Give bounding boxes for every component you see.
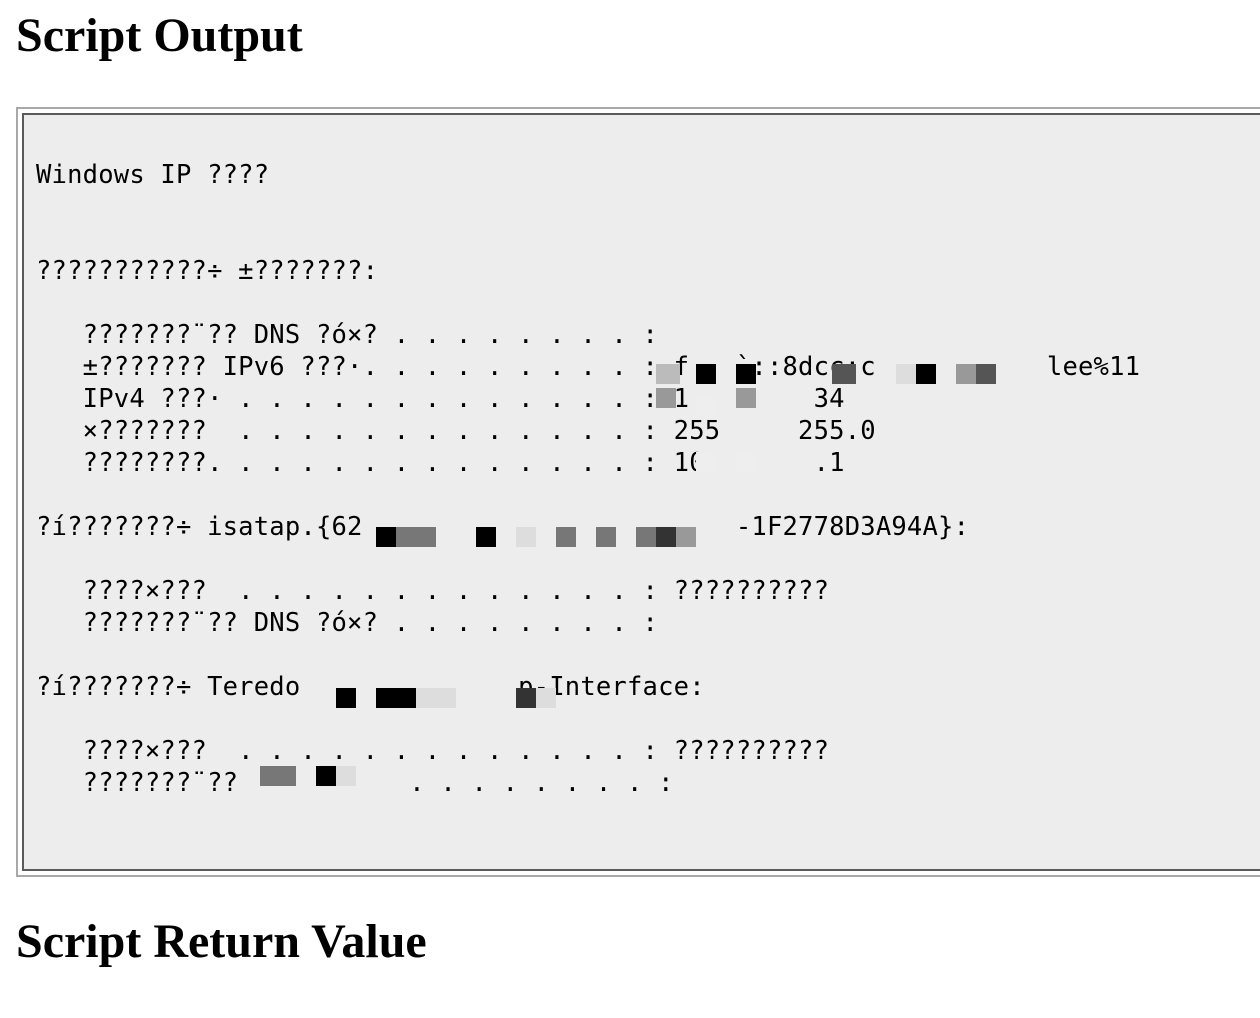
redaction-block [976,364,996,384]
redaction-block [916,364,936,384]
redaction-block [656,364,680,384]
output-line: ±??????? IPv6 ???·. . . . . . . . . : f … [36,352,1141,382]
output-line: ???????¨?? . . . . . . . . : [82,768,674,798]
redaction-block [476,527,496,547]
redaction-block [516,688,536,708]
redaction-block [696,364,716,384]
redaction-block [396,527,436,547]
redaction-block [656,527,676,547]
redaction-block [656,388,676,408]
redaction-block [516,527,536,547]
output-line: ????????. . . . . . . . . . . . . . : 10… [36,448,845,478]
output-line: ???????¨?? DNS ?ó×? . . . . . . . . : [36,608,659,638]
redaction-block [736,388,756,408]
output-line: ????×??? . . . . . . . . . . . . . : ???… [36,576,830,606]
redaction-block [316,766,336,786]
redaction-block [556,527,576,547]
redaction-block [636,527,656,547]
redaction-block [896,364,916,384]
output-line: ×??????? . . . . . . . . . . . . . : 255… [36,416,876,446]
output-line: ???????????÷ ±???????: [36,256,379,286]
redaction-block [736,364,756,384]
output-line: ?í???????÷ isatap.{62 -1F2778D3A94A}: [36,512,970,542]
redaction-block [336,766,356,786]
redaction-block [676,527,696,547]
script-output-heading: Script Output [16,9,303,62]
redaction-block [376,527,396,547]
script-return-value-heading: Script Return Value [16,915,427,968]
script-output-panel: Windows IP ???? ???????????÷ ±???????: ?… [16,107,1260,877]
redaction-block [416,688,456,708]
output-line: IPv4 ???· . . . . . . . . . . . . . : 1 … [36,384,845,414]
redaction-block [736,452,756,472]
redaction-block [336,688,356,708]
script-output-text-area: Windows IP ???? ???????????÷ ±???????: ?… [22,113,1260,871]
redaction-block [696,396,716,416]
redaction-block [260,766,296,786]
output-line: ????×??? . . . . . . . . . . . . . : ???… [36,736,830,766]
redaction-block [832,364,856,384]
redaction-block [696,452,716,472]
output-line: Windows IP ???? [36,160,270,190]
redaction-block [536,688,556,708]
redaction-block [376,688,416,708]
output-line: ???????¨?? DNS ?ó×? . . . . . . . . : [36,320,659,350]
output-line: ?í???????÷ Teredo p-Interface: [36,672,705,702]
redaction-block [956,364,976,384]
redaction-block [596,527,616,547]
